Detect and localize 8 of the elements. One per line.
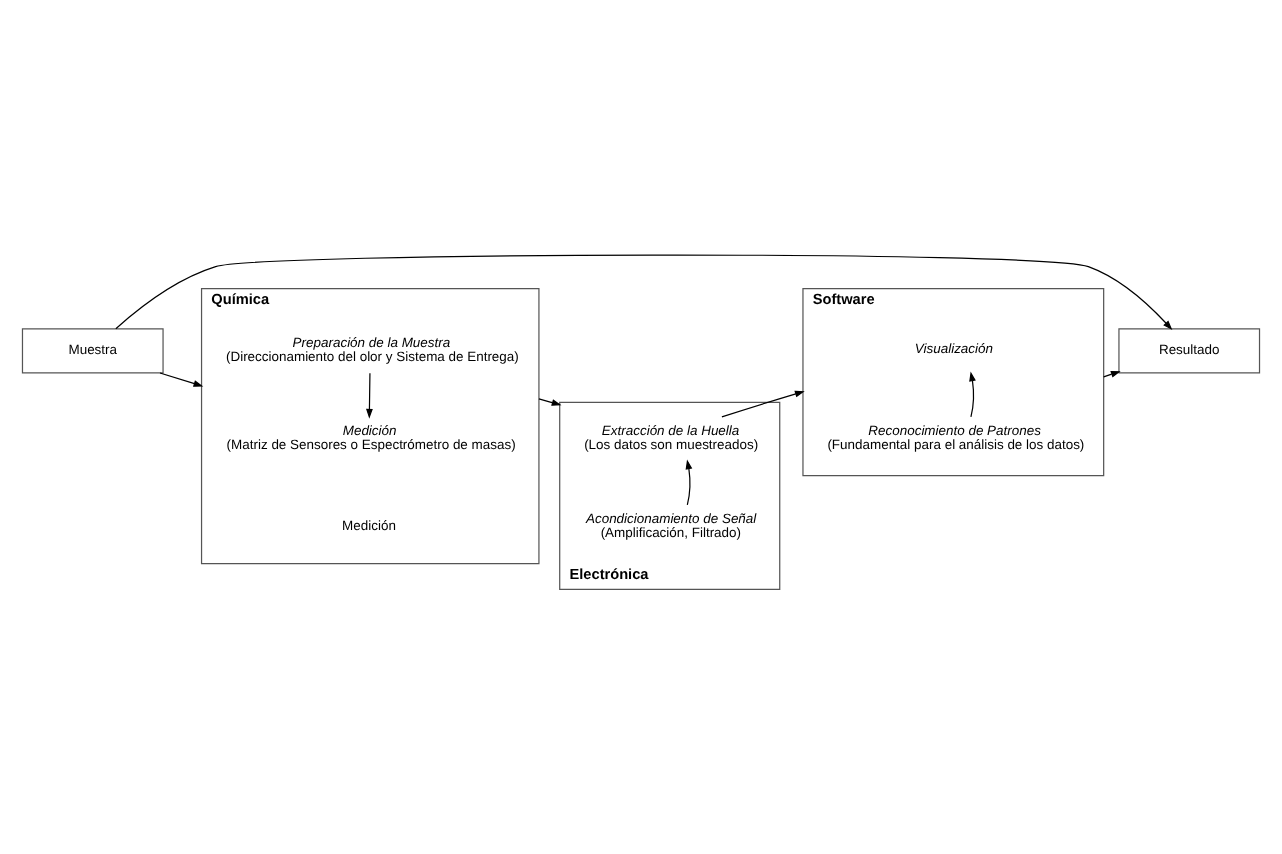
arrow	[969, 371, 976, 418]
arrow	[721, 390, 805, 418]
arrow	[1103, 370, 1121, 378]
arrow	[685, 459, 693, 506]
arrow	[159, 372, 204, 387]
arrow	[366, 372, 373, 419]
arrow	[115, 254, 1173, 331]
arrow	[538, 398, 562, 406]
